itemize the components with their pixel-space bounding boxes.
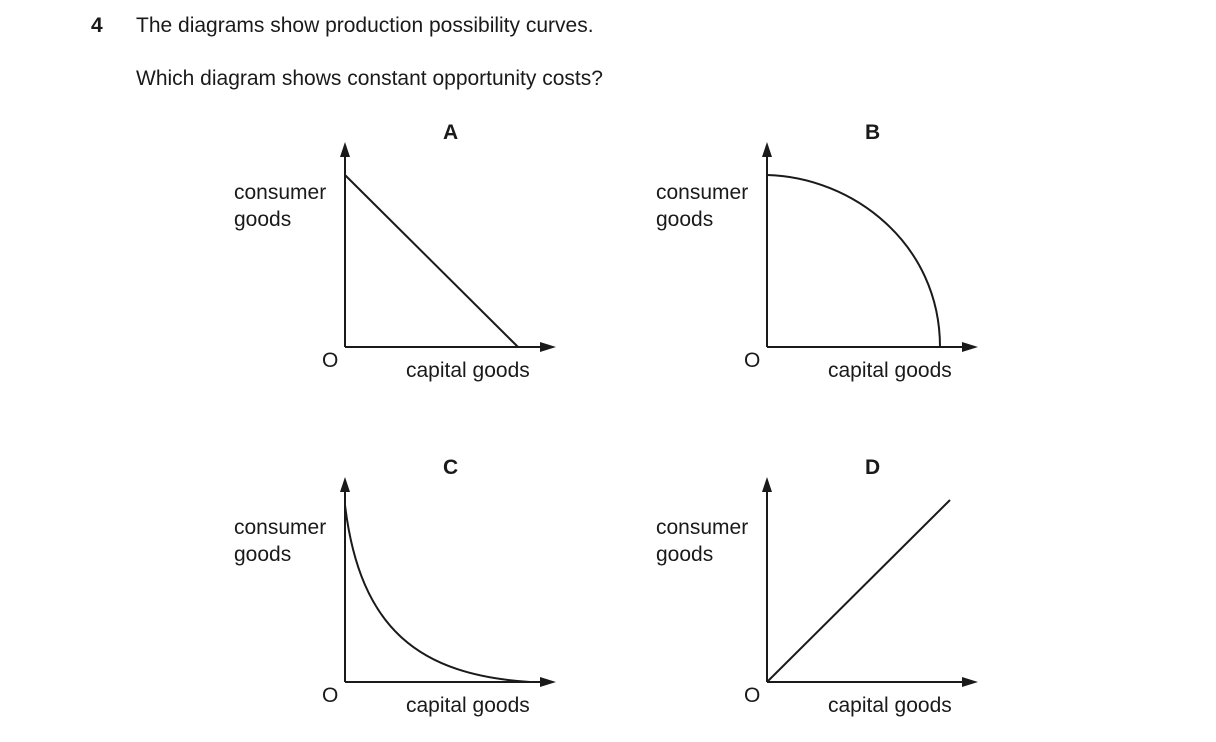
origin-label: O: [322, 349, 339, 372]
diagram-b: B consumer goods O capital goods: [652, 115, 1052, 390]
y-axis-arrowhead: [340, 142, 350, 157]
y-axis-arrowhead: [762, 142, 772, 157]
diagram-a: A consumer goods O capital goods: [230, 115, 630, 390]
x-axis-label: capital goods: [406, 359, 530, 382]
diagram-c: C consumer goods O capital goods: [230, 450, 630, 725]
diagram-letter: C: [443, 456, 459, 479]
y-axis-label-line1: consumer: [656, 516, 749, 539]
diagram-d: D consumer goods O capital goods: [652, 450, 1052, 725]
ppc-curve: [344, 174, 519, 348]
y-axis-label-line2: goods: [234, 543, 292, 566]
y-axis-arrowhead: [340, 477, 350, 492]
y-axis-arrowhead: [762, 477, 772, 492]
diagram-plot: [762, 142, 978, 352]
origin-label: O: [322, 684, 339, 707]
x-axis-arrowhead: [540, 677, 556, 687]
x-axis-arrowhead: [962, 342, 978, 352]
x-axis-label: capital goods: [406, 694, 530, 717]
y-axis-label-line2: goods: [656, 208, 714, 231]
ppc-curve: [766, 174, 941, 348]
question-number: 4: [91, 14, 103, 37]
diagram-plot: [340, 477, 556, 687]
y-axis-label-line1: consumer: [656, 181, 749, 204]
origin-label: O: [744, 684, 761, 707]
diagram-letter: B: [865, 121, 881, 144]
x-axis-label: capital goods: [828, 694, 952, 717]
question-stem: The diagrams show production possibility…: [136, 14, 594, 37]
y-axis-label-line2: goods: [234, 208, 292, 231]
question-prompt: Which diagram shows constant opportunity…: [136, 67, 603, 90]
diagram-plot: [762, 477, 978, 687]
x-axis-arrowhead: [962, 677, 978, 687]
x-axis-label: capital goods: [828, 359, 952, 382]
diagram-letter: D: [865, 456, 881, 479]
y-axis-label-line2: goods: [656, 543, 714, 566]
y-axis-label-line1: consumer: [234, 516, 327, 539]
diagram-letter: A: [443, 121, 459, 144]
ppc-curve: [766, 499, 951, 683]
ppc-curve: [344, 504, 531, 683]
x-axis-arrowhead: [540, 342, 556, 352]
y-axis-label-line1: consumer: [234, 181, 327, 204]
diagram-plot: [340, 142, 556, 352]
origin-label: O: [744, 349, 761, 372]
